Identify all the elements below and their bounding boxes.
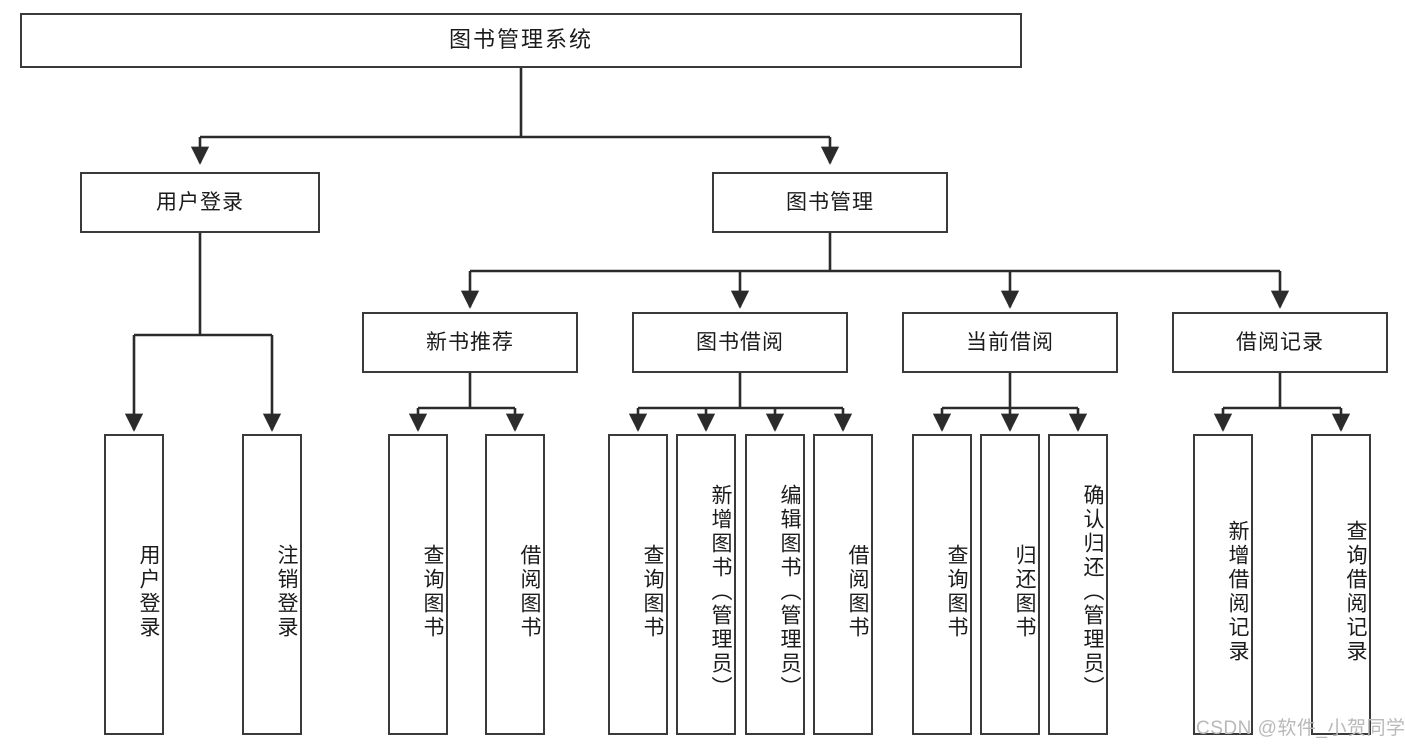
node-user-login[interactable]: 用户登录 [80, 172, 320, 233]
node-book-management[interactable]: 图书管理 [712, 172, 948, 233]
leaf-query-book-recommend[interactable]: 查询图书 [388, 434, 448, 735]
leaf-user-login[interactable]: 用户登录 [104, 434, 164, 735]
csdn-watermark: CSDN @软件_小贺同学 [1196, 718, 1405, 739]
leaf-query-book-borrow[interactable]: 查询图书 [608, 434, 668, 735]
leaf-add-book-admin[interactable]: 新增图书（管理员） [676, 434, 736, 735]
node-new-book-recommend[interactable]: 新书推荐 [362, 312, 578, 373]
node-book-borrow[interactable]: 图书借阅 [632, 312, 848, 373]
leaf-confirm-return-admin[interactable]: 确认归还（管理员） [1048, 434, 1108, 735]
leaf-logout-login[interactable]: 注销登录 [242, 434, 302, 735]
leaf-query-book-current[interactable]: 查询图书 [912, 434, 972, 735]
node-root-system[interactable]: 图书管理系统 [20, 13, 1022, 68]
leaf-borrow-book[interactable]: 借阅图书 [813, 434, 873, 735]
leaf-add-borrow-record[interactable]: 新增借阅记录 [1193, 434, 1253, 735]
leaf-edit-book-admin[interactable]: 编辑图书（管理员） [745, 434, 805, 735]
leaf-query-borrow-record[interactable]: 查询借阅记录 [1311, 434, 1371, 735]
node-borrow-record[interactable]: 借阅记录 [1172, 312, 1388, 373]
leaf-borrow-book-recommend[interactable]: 借阅图书 [485, 434, 545, 735]
leaf-return-book[interactable]: 归还图书 [980, 434, 1040, 735]
node-current-borrow[interactable]: 当前借阅 [902, 312, 1118, 373]
